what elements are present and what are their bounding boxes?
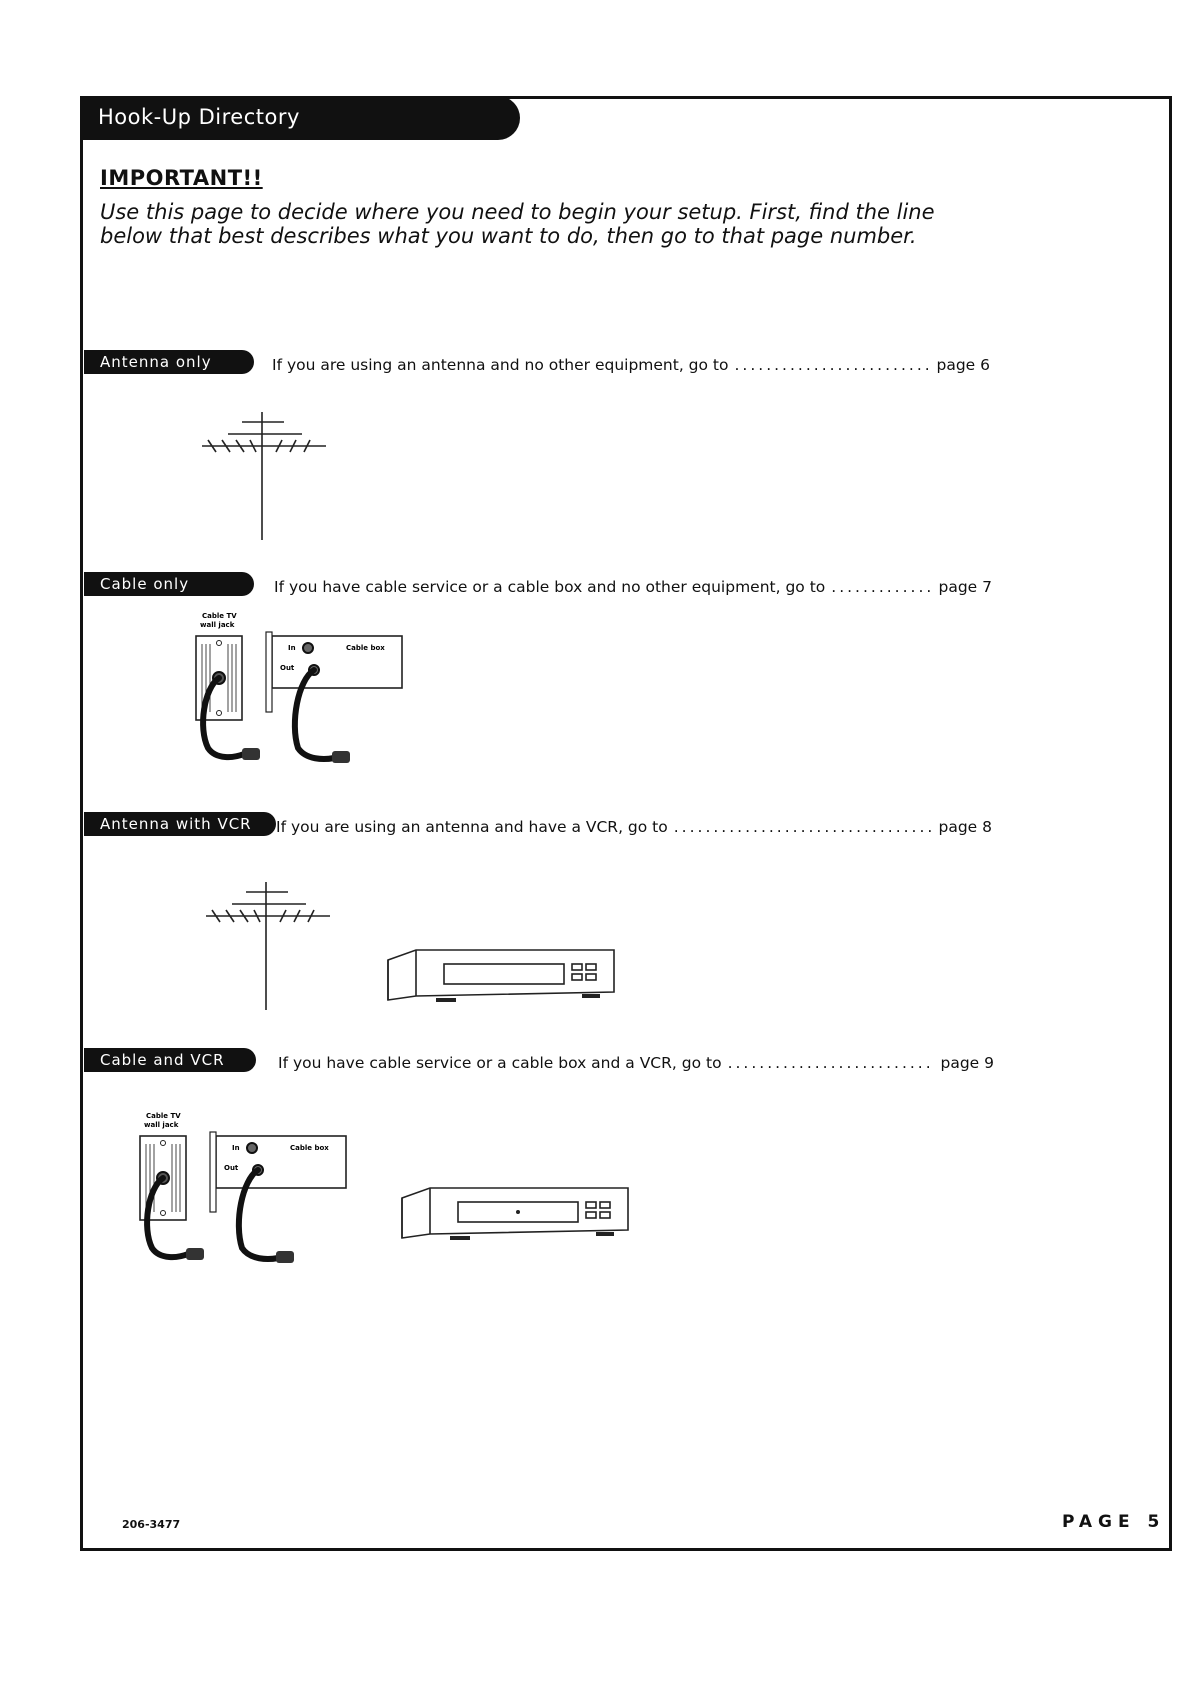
important-heading: IMPORTANT!! bbox=[100, 166, 263, 190]
section-text: If you have cable service or a cable box… bbox=[274, 578, 826, 596]
document-code: 206-3477 bbox=[122, 1518, 181, 1531]
cable-box-icon: In Cable box Out bbox=[265, 631, 403, 713]
section-label-cable-and-vcr: Cable and VCR bbox=[84, 1048, 256, 1072]
section-text: If you are using an antenna and have a V… bbox=[276, 818, 668, 836]
section-label-antenna-with-vcr: Antenna with VCR bbox=[84, 812, 276, 836]
section-line-cable-only: If you have cable service or a cable box… bbox=[274, 578, 992, 596]
antenna-icon bbox=[202, 412, 326, 540]
port-in-label: In bbox=[232, 1144, 240, 1152]
section-text: If you are using an antenna and no other… bbox=[272, 356, 729, 374]
section-line-antenna-with-vcr: If you are using an antenna and have a V… bbox=[276, 818, 992, 836]
wall-jack-label-line1: Cable TV bbox=[202, 612, 237, 620]
cable-wall-jack-and-box-diagram: Cable TV wall jack In Cable box Out bbox=[195, 612, 403, 763]
section-text: If you have cable service or a cable box… bbox=[278, 1054, 722, 1072]
page-title: Hook-Up Directory bbox=[98, 105, 300, 129]
wall-jack-label-line1: Cable TV bbox=[146, 1112, 181, 1120]
vcr-icon bbox=[401, 1187, 629, 1240]
page-number: PAGE 5 bbox=[1062, 1512, 1166, 1532]
page-reference: page 8 bbox=[938, 818, 992, 836]
port-out-label: Out bbox=[280, 664, 295, 672]
port-out-label: Out bbox=[224, 1164, 239, 1172]
page-reference: page 9 bbox=[940, 1054, 994, 1072]
leader-dots: ........................................… bbox=[734, 356, 931, 374]
header-tab: Hook-Up Directory bbox=[80, 96, 520, 140]
port-in-label: In bbox=[288, 644, 296, 652]
section-line-antenna-only: If you are using an antenna and no other… bbox=[272, 356, 990, 374]
leader-dots: ........................................… bbox=[727, 1054, 935, 1072]
cable-box-icon: In Cable box Out bbox=[209, 1131, 347, 1213]
wall-jack-label-line2: wall jack bbox=[200, 621, 235, 629]
cable-box-label: Cable box bbox=[346, 644, 385, 652]
section-label-cable-only: Cable only bbox=[84, 572, 254, 596]
section-line-cable-and-vcr: If you have cable service or a cable box… bbox=[278, 1054, 994, 1072]
cable-wall-jack-and-box-diagram: Cable TV wall jack In Cable box Out bbox=[139, 1112, 347, 1263]
wall-jack-label-line2: wall jack bbox=[144, 1121, 179, 1129]
cable-box-label: Cable box bbox=[290, 1144, 329, 1152]
page-reference: page 6 bbox=[936, 356, 990, 374]
page-frame bbox=[80, 96, 1172, 1551]
vcr-icon bbox=[387, 949, 615, 1002]
antenna-icon bbox=[206, 882, 330, 1010]
section-label-antenna-only: Antenna only bbox=[84, 350, 254, 374]
leader-dots: ........................................… bbox=[831, 578, 932, 596]
page-reference: page 7 bbox=[938, 578, 992, 596]
leader-dots: ........................................… bbox=[673, 818, 933, 836]
intro-text: Use this page to decide where you need t… bbox=[100, 200, 935, 248]
